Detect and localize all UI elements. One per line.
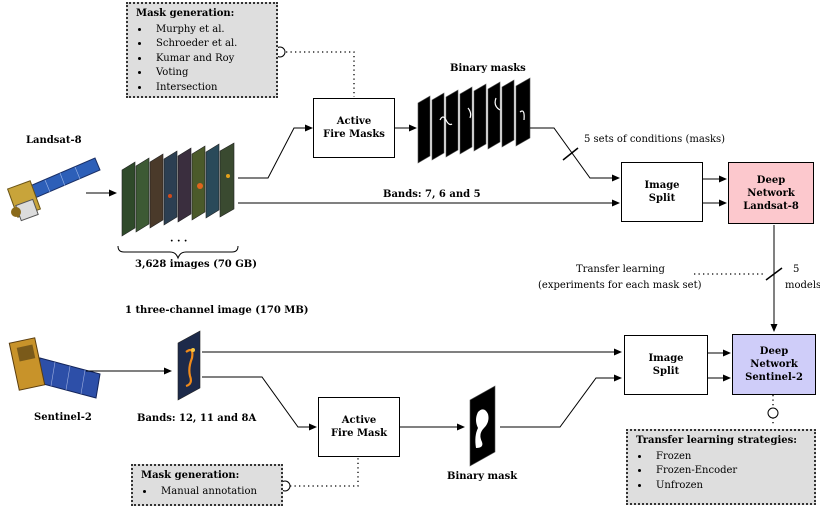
box-line: Fire Mask — [330, 428, 388, 439]
five-models-label: models — [785, 280, 820, 291]
landsat-label: Landsat-8 — [26, 135, 82, 146]
list-item: Schroeder et al. — [150, 37, 268, 52]
transfer-strategies-note: Transfer learning strategies: Frozen Fro… — [626, 429, 816, 505]
list-item: Frozen — [650, 450, 806, 465]
landsat-images-label: 3,628 images (70 GB) — [135, 259, 257, 270]
box-line: Active — [341, 415, 377, 426]
box-line: Sentinel-2 — [745, 372, 803, 383]
box-line: Landsat-8 — [743, 200, 799, 212]
list-item: Frozen-Encoder — [650, 464, 806, 479]
active-fire-mask-box: Active Fire Mask — [318, 397, 400, 457]
transfer-learning-label: Transfer learning — [576, 264, 665, 275]
sentinel-image — [177, 330, 201, 401]
list-item: Intersection — [150, 81, 268, 96]
sentinel-satellite-icon — [8, 337, 101, 399]
list-item: Voting — [150, 66, 268, 81]
five-models-number: 5 — [793, 264, 800, 275]
five-sets-label: 5 sets of conditions (masks) — [584, 134, 726, 145]
landsat-image-stack — [121, 142, 235, 237]
sentinel-label: Sentinel-2 — [34, 412, 92, 423]
mask-generation-note-top: Mask generation: Murphy et al. Schroeder… — [126, 2, 278, 98]
deep-network-landsat-box: Deep Network Landsat-8 — [728, 162, 814, 224]
list-item: Kumar and Roy — [150, 52, 268, 67]
list-item: Unfrozen — [650, 479, 806, 494]
transfer-strategies-list: Frozen Frozen-Encoder Unfrozen — [636, 450, 806, 494]
bands-sentinel-label: Bands: 12, 11 and 8A — [137, 413, 257, 424]
image-split-bottom-box: Image Split — [624, 335, 708, 395]
active-fire-masks-box: Active Fire Masks — [313, 98, 395, 158]
dots-label: · · · — [170, 236, 188, 247]
box-line: Image — [648, 353, 684, 364]
binary-masks-label: Binary masks — [450, 63, 526, 74]
landsat-satellite-icon — [6, 157, 101, 222]
mask-generation-list: Manual annotation — [141, 485, 273, 500]
box-line: Split — [652, 366, 680, 377]
image-split-top-box: Image Split — [621, 162, 703, 222]
box-line: Network — [747, 187, 795, 199]
mask-generation-note-bottom: Mask generation: Manual annotation — [131, 464, 283, 506]
deep-network-sentinel-box: Deep Network Sentinel-2 — [732, 334, 816, 395]
list-item: Murphy et al. — [150, 23, 268, 38]
list-item: Manual annotation — [155, 485, 273, 500]
binary-mask-label: Binary mask — [447, 471, 518, 482]
transfer-strategies-title: Transfer learning strategies: — [636, 435, 797, 446]
box-line: Fire Masks — [323, 129, 385, 140]
box-line: Image — [644, 180, 680, 191]
box-line: Deep — [756, 174, 786, 186]
box-line: Network — [750, 359, 798, 370]
mask-generation-list: Murphy et al. Schroeder et al. Kumar and… — [136, 23, 268, 96]
landsat-images-brace — [117, 245, 239, 260]
transfer-learning-sub-label: (experiments for each mask set) — [538, 280, 702, 291]
sentinel-image-label: 1 three-channel image (170 MB) — [125, 305, 309, 316]
binary-mask-image — [469, 385, 496, 467]
mask-generation-title: Mask generation: — [136, 8, 235, 19]
binary-masks-stack — [417, 77, 531, 164]
box-line: Active — [336, 116, 372, 127]
box-line: Split — [648, 193, 676, 204]
mask-generation-title: Mask generation: — [141, 470, 240, 481]
box-line: Deep — [759, 346, 789, 357]
bands-landsat-label: Bands: 7, 6 and 5 — [383, 189, 481, 200]
